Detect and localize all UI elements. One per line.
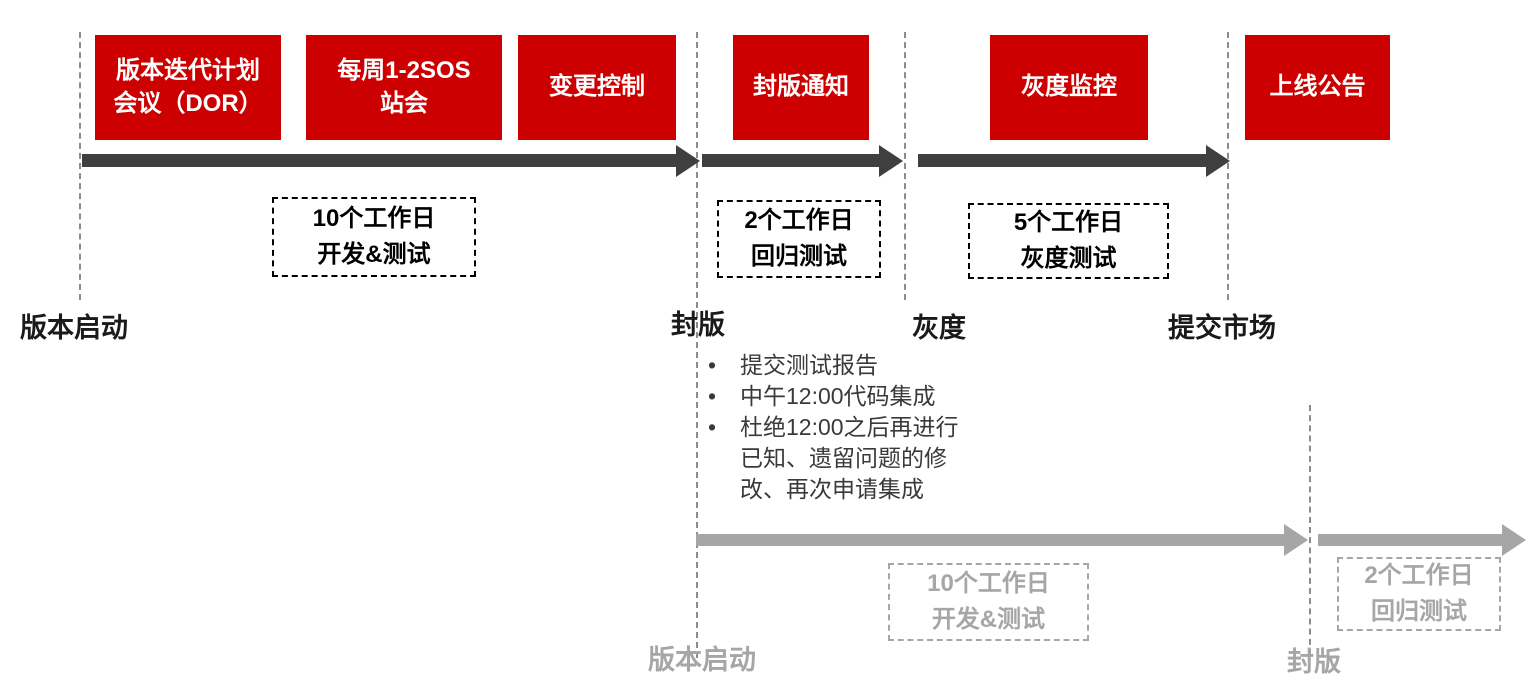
note-item: 提交测试报告 [700, 350, 962, 381]
milestone-label-version-start: 版本启动 [20, 313, 128, 343]
process-box-gray-monitoring: 灰度监控 [990, 35, 1148, 140]
duration-box-next-regression: 2个工作日 回归测试 [1337, 557, 1501, 631]
arrow-shaft [1318, 534, 1503, 546]
timeline-arrow-dev-phase [82, 145, 700, 177]
timeline-arrow-gray-phase [918, 145, 1230, 177]
timeline-arrow-regression-phase [702, 145, 903, 177]
milestone-label-gray: 灰度 [912, 313, 966, 343]
arrow-head-icon [879, 145, 903, 177]
arrow-head-icon [1502, 524, 1526, 556]
milestone-label-submit-market: 提交市场 [1168, 313, 1276, 343]
arrow-shaft [696, 534, 1285, 546]
duration-box-regression: 2个工作日 回归测试 [717, 200, 881, 278]
milestone-line-gray [904, 32, 906, 300]
timeline-arrow-next-regression-phase [1318, 524, 1526, 556]
duration-box-dev-test: 10个工作日 开发&测试 [272, 197, 476, 277]
milestone-line-version-start [79, 32, 81, 300]
freeze-notes-list: 提交测试报告 中午12:00代码集成 杜绝12:00之后再进行已知、遗留问题的修… [700, 350, 962, 505]
duration-box-gray-test: 5个工作日 灰度测试 [968, 203, 1169, 279]
note-item: 杜绝12:00之后再进行已知、遗留问题的修改、再次申请集成 [700, 412, 962, 505]
duration-box-next-dev-test: 10个工作日 开发&测试 [888, 563, 1089, 641]
milestone-label-freeze: 封版 [671, 310, 725, 340]
process-box-freeze-notice: 封版通知 [733, 35, 869, 140]
arrow-head-icon [1284, 524, 1308, 556]
process-box-dor: 版本迭代计划 会议（DOR） [95, 35, 281, 140]
milestone-line-next-freeze [1309, 405, 1311, 655]
timeline-arrow-next-dev-phase [696, 524, 1308, 556]
arrow-head-icon [676, 145, 700, 177]
note-item: 中午12:00代码集成 [700, 381, 962, 412]
process-box-change-control: 变更控制 [518, 35, 676, 140]
arrow-shaft [702, 154, 880, 167]
arrow-shaft [82, 154, 677, 167]
arrow-head-icon [1206, 145, 1230, 177]
process-box-sos-standup: 每周1-2SOS 站会 [306, 35, 502, 140]
milestone-line-freeze [696, 32, 698, 658]
milestone-label-next-version-start: 版本启动 [648, 645, 756, 675]
process-box-launch-announcement: 上线公告 [1245, 35, 1390, 140]
arrow-shaft [918, 154, 1207, 167]
milestone-label-next-freeze: 封版 [1287, 647, 1341, 677]
